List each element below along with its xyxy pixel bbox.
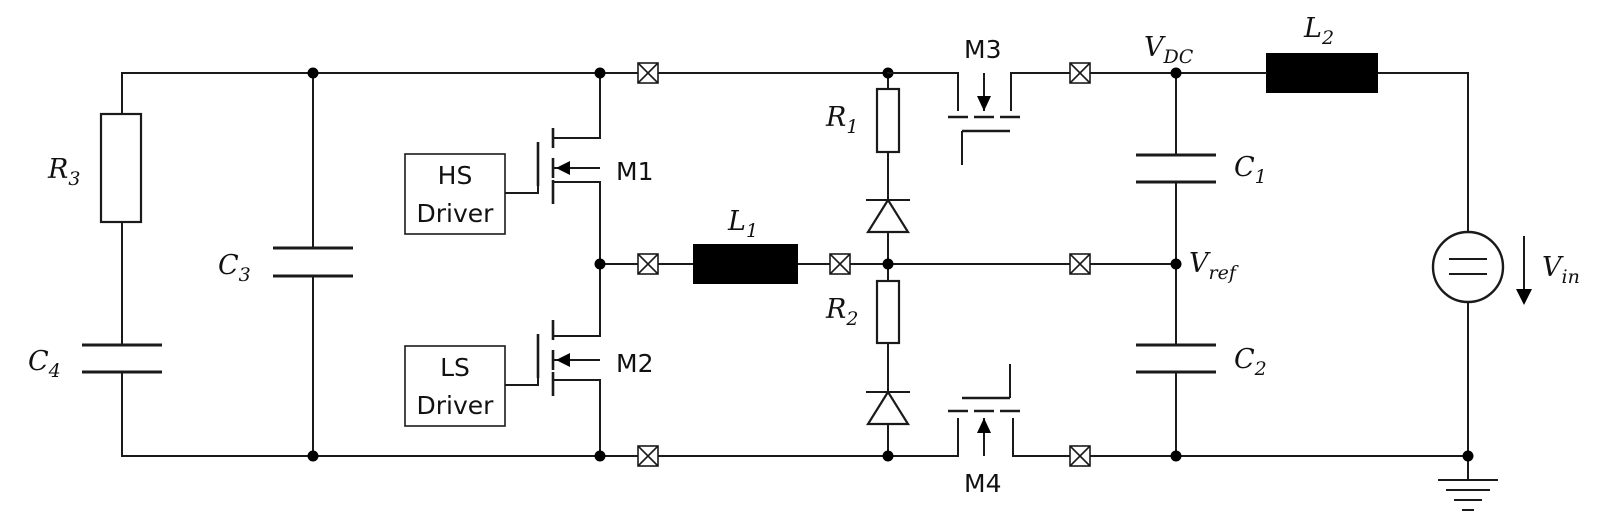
- label-vin: Vin: [1542, 252, 1580, 288]
- label-c3: C3: [218, 250, 251, 286]
- inductor-l1: [693, 244, 798, 284]
- ls-driver-line2: Driver: [417, 391, 495, 420]
- voltage-source-vin: [1431, 230, 1505, 304]
- port-symbol: [637, 253, 659, 275]
- hs-driver-line1: HS: [438, 161, 473, 190]
- label-c1: C1: [1234, 152, 1267, 188]
- port-symbol: [1069, 62, 1091, 84]
- ls-driver-line1: LS: [440, 353, 470, 382]
- capacitor-c1: [1136, 153, 1216, 184]
- mosfet-m1: [536, 128, 600, 204]
- hs-driver-line2: Driver: [417, 199, 495, 228]
- label-m3: M3: [964, 35, 1001, 64]
- capacitor-c3: [273, 246, 353, 278]
- label-l1: L1: [727, 206, 758, 242]
- label-l2: L2: [1303, 13, 1334, 49]
- label-c2: C2: [1234, 344, 1267, 380]
- ls-driver-box: LS Driver: [404, 345, 506, 427]
- diode-d2: [866, 389, 910, 426]
- label-vdc: VDC: [1144, 32, 1194, 68]
- capacitor-c4: [82, 343, 162, 374]
- port-symbol: [637, 445, 659, 467]
- label-vref: Vref: [1189, 248, 1239, 284]
- resistor-r2: [875, 279, 901, 345]
- mosfet-m3: [887, 72, 1020, 165]
- junctions: [307, 67, 1474, 462]
- label-r2: R2: [825, 294, 858, 330]
- resistor-r1: [875, 87, 901, 154]
- label-m4: M4: [964, 469, 1001, 498]
- mosfet-m4: [948, 364, 1020, 456]
- port-symbol: [1069, 253, 1091, 275]
- resistor-r3: [99, 112, 143, 224]
- ground-icon: [1438, 479, 1498, 511]
- inductor-l2: [1266, 53, 1378, 93]
- label-m2: M2: [616, 349, 653, 378]
- diode-d1: [866, 197, 910, 234]
- measurement-ports: [637, 62, 1091, 467]
- port-symbol: [637, 62, 659, 84]
- label-r1: R1: [825, 102, 858, 138]
- mosfet-m2: [536, 320, 600, 396]
- port-symbol: [829, 253, 851, 275]
- label-m1: M1: [616, 157, 653, 186]
- capacitor-c2: [1136, 343, 1216, 374]
- label-r3: R3: [47, 154, 80, 190]
- vin-arrow-icon: [1516, 236, 1532, 305]
- hs-driver-box: HS Driver: [404, 153, 506, 235]
- port-symbol: [1069, 445, 1091, 467]
- label-c4: C4: [28, 346, 61, 382]
